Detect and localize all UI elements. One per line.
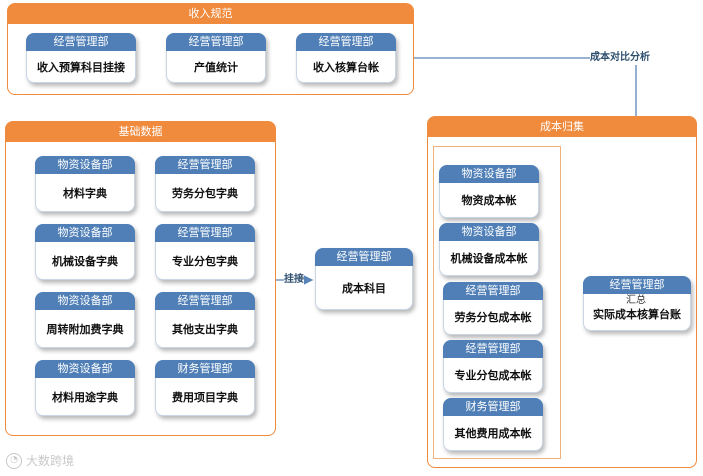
node-dept-header: 经营管理部 [155, 156, 255, 174]
node-dept-header: 经营管理部 [583, 276, 691, 294]
node-title: 专业分包成本帐 [454, 369, 532, 382]
node-dept-header: 经营管理部 [296, 33, 396, 51]
node-income-budget[interactable]: 经营管理部 收入预算科目挂接 [26, 33, 136, 83]
node-dept-header: 物资设备部 [35, 292, 135, 310]
node-labor-cost-ledger[interactable]: 经营管理部 劳务分包成本帐 [443, 282, 543, 335]
node-dept-header: 经营管理部 [443, 340, 543, 358]
income-panel-title: 收入规范 [8, 4, 413, 24]
summary-label: 汇总 [626, 295, 646, 306]
node-labor-dict[interactable]: 经营管理部 劳务分包字典 [155, 156, 255, 212]
node-title: 专业分包字典 [172, 254, 238, 268]
watermark-text: 大数跨境 [26, 454, 75, 468]
node-dept-header: 经营管理部 [155, 292, 255, 310]
node-other-cost-ledger[interactable]: 财务管理部 其他费用成本帐 [443, 398, 543, 451]
brand-logo-icon: ◔ [6, 452, 22, 469]
node-title: 其他支出字典 [172, 322, 238, 336]
node-material-dict[interactable]: 物资设备部 材料字典 [35, 156, 135, 212]
node-title: 劳务分包成本帐 [454, 311, 532, 324]
node-title: 成本科目 [342, 281, 386, 295]
node-title: 材料用途字典 [52, 390, 118, 404]
node-title: 收入核算台帐 [313, 60, 379, 74]
node-fee-item-dict[interactable]: 财务管理部 费用项目字典 [155, 360, 255, 416]
node-dept-header: 经营管理部 [155, 224, 255, 242]
cost-analysis-label: 成本对比分析 [590, 51, 650, 65]
node-other-expense-dict[interactable]: 经营管理部 其他支出字典 [155, 292, 255, 348]
node-dept-header: 经营管理部 [315, 248, 413, 266]
node-dept-header: 经营管理部 [443, 282, 543, 300]
node-actual-cost-ledger[interactable]: 经营管理部 实际成本核算台账 [583, 276, 691, 331]
node-material-use-dict[interactable]: 物资设备部 材料用途字典 [35, 360, 135, 416]
node-output-stats[interactable]: 经营管理部 产值统计 [166, 33, 266, 83]
node-machinery-dict[interactable]: 物资设备部 机械设备字典 [35, 224, 135, 280]
node-dept-header: 物资设备部 [35, 224, 135, 242]
node-dept-header: 物资设备部 [35, 360, 135, 378]
node-title: 物资成本帐 [461, 194, 517, 207]
node-title: 实际成本核算台账 [593, 307, 681, 321]
node-title: 其他费用成本帐 [454, 427, 532, 440]
node-title: 劳务分包字典 [172, 186, 238, 200]
node-dept-header: 财务管理部 [155, 360, 255, 378]
node-dept-header: 经营管理部 [166, 33, 266, 51]
node-title: 周转附加费字典 [46, 322, 124, 336]
node-specialty-dict[interactable]: 经营管理部 专业分包字典 [155, 224, 255, 280]
cost-panel-title: 成本归集 [428, 117, 696, 137]
node-cost-subject[interactable]: 经营管理部 成本科目 [315, 248, 413, 310]
node-dept-header: 物资设备部 [35, 156, 135, 174]
node-machinery-cost-ledger[interactable]: 物资设备部 机械设备成本帐 [439, 223, 539, 276]
node-income-ledger[interactable]: 经营管理部 收入核算台帐 [296, 33, 396, 83]
node-title: 机械设备成本帐 [450, 252, 528, 265]
node-title: 机械设备字典 [52, 254, 118, 268]
node-dept-header: 物资设备部 [439, 223, 539, 241]
node-dept-header: 财务管理部 [443, 398, 543, 416]
node-material-cost-ledger[interactable]: 物资设备部 物资成本帐 [439, 165, 539, 218]
node-turnover-dict[interactable]: 物资设备部 周转附加费字典 [35, 292, 135, 348]
node-specialty-cost-ledger[interactable]: 经营管理部 专业分包成本帐 [443, 340, 543, 393]
node-dept-header: 物资设备部 [439, 165, 539, 183]
node-dept-header: 经营管理部 [26, 33, 136, 51]
link-label: 挂接 [284, 273, 304, 287]
node-title: 材料字典 [63, 186, 107, 200]
node-title: 费用项目字典 [172, 390, 238, 404]
node-title: 收入预算科目挂接 [37, 60, 125, 74]
node-title: 产值统计 [194, 60, 238, 74]
watermark: ◔ 大数跨境 [6, 452, 74, 469]
basic-data-panel-title: 基础数据 [6, 122, 275, 142]
